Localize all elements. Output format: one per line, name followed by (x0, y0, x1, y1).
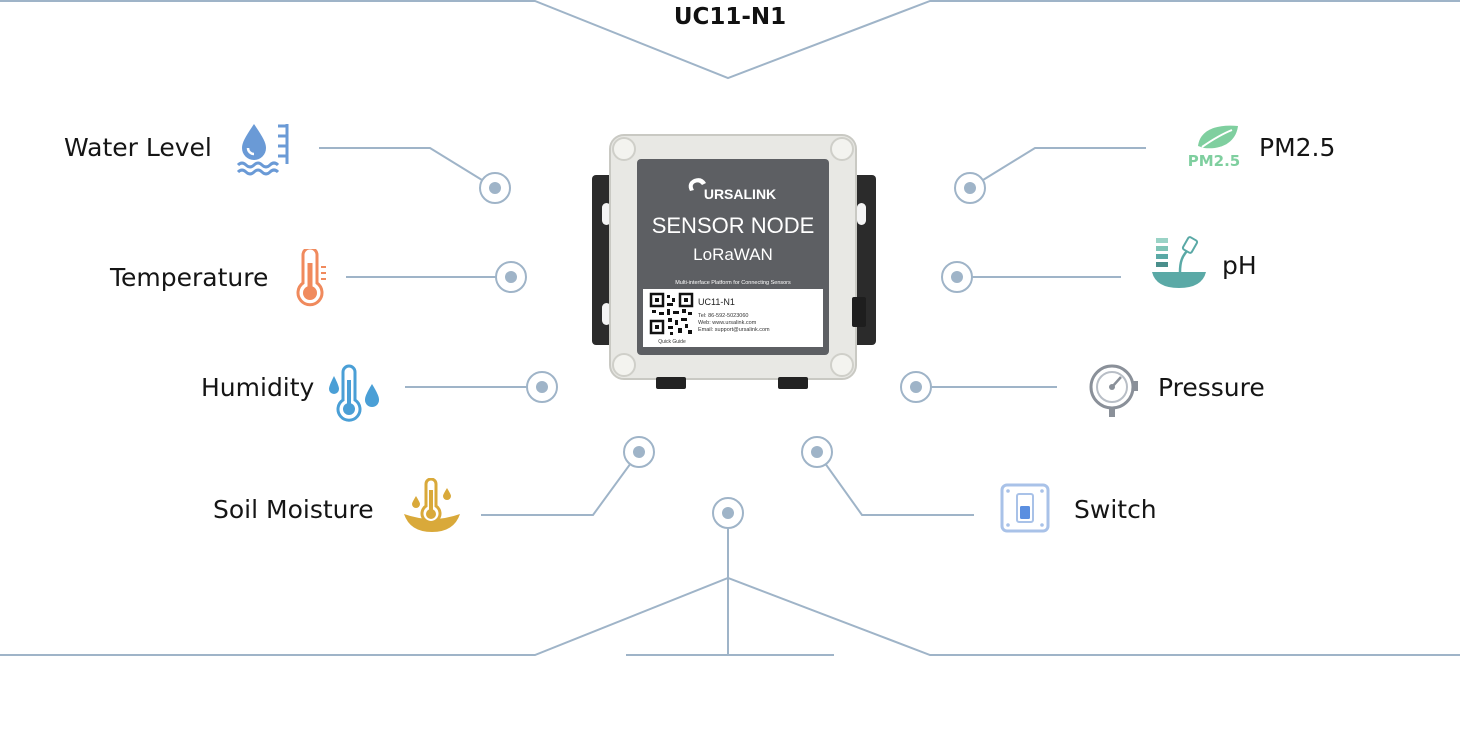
connector-dot (954, 172, 986, 204)
top-frame-line (0, 0, 1460, 80)
humidity-icon (329, 364, 379, 422)
soil-moisture-connector (481, 451, 640, 516)
ph-icon (1152, 236, 1206, 288)
bottom-frame-line (0, 576, 1460, 656)
label-water-level: Water Level (64, 133, 212, 162)
water-level-icon (236, 124, 289, 176)
connector-dot (479, 172, 511, 204)
water-level-connector (319, 147, 496, 189)
label-soil-moisture: Soil Moisture (213, 495, 374, 524)
diagram-title: UC11-N1 (673, 4, 787, 30)
connector-dot (495, 261, 527, 293)
ursalink-logo-icon (688, 178, 706, 191)
connector-dot (712, 497, 744, 529)
label-humidity: Humidity (201, 373, 315, 402)
label-pm25: PM2.5 (1259, 133, 1336, 162)
soil-moisture-icon (404, 478, 460, 532)
device-tel: Tel: 86-592-5023060 (698, 313, 748, 319)
connector-dot (941, 261, 973, 293)
switch-icon (1000, 483, 1050, 533)
label-pressure: Pressure (1158, 373, 1265, 402)
label-switch: Switch (1074, 495, 1157, 524)
connector-dots (479, 172, 986, 529)
connector-dot (801, 436, 833, 468)
thermometer-icon (296, 249, 326, 307)
label-temperature: Temperature (110, 263, 269, 292)
device-tagline: Multi-interface Platform for Connecting … (675, 280, 791, 286)
device-name: SENSOR NODE (652, 213, 815, 238)
switch-connector (816, 451, 974, 516)
connector-dot (623, 436, 655, 468)
device-protocol: LoRaWAN (693, 245, 773, 264)
label-ph: pH (1222, 251, 1257, 280)
device-brand: URSALINK (704, 186, 776, 202)
qr-code (649, 292, 694, 335)
qr-caption: Quick Guide (658, 339, 686, 345)
device-email: Email: support@ursalink.com (698, 327, 770, 333)
pressure-gauge-icon (1089, 364, 1138, 417)
pm25-icon-text: PM2.5 (1188, 152, 1241, 170)
pm25-leaf-icon: PM2.5 (1188, 125, 1241, 170)
sensor-node-device: URSALINK SENSOR NODE LoRaWAN Multi-inter… (592, 134, 876, 389)
pm25-connector (969, 147, 1146, 189)
connector-dot (900, 371, 932, 403)
device-model: UC11-N1 (698, 297, 735, 307)
device-web: Web: www.ursalink.com (698, 320, 757, 326)
connector-dot (526, 371, 558, 403)
